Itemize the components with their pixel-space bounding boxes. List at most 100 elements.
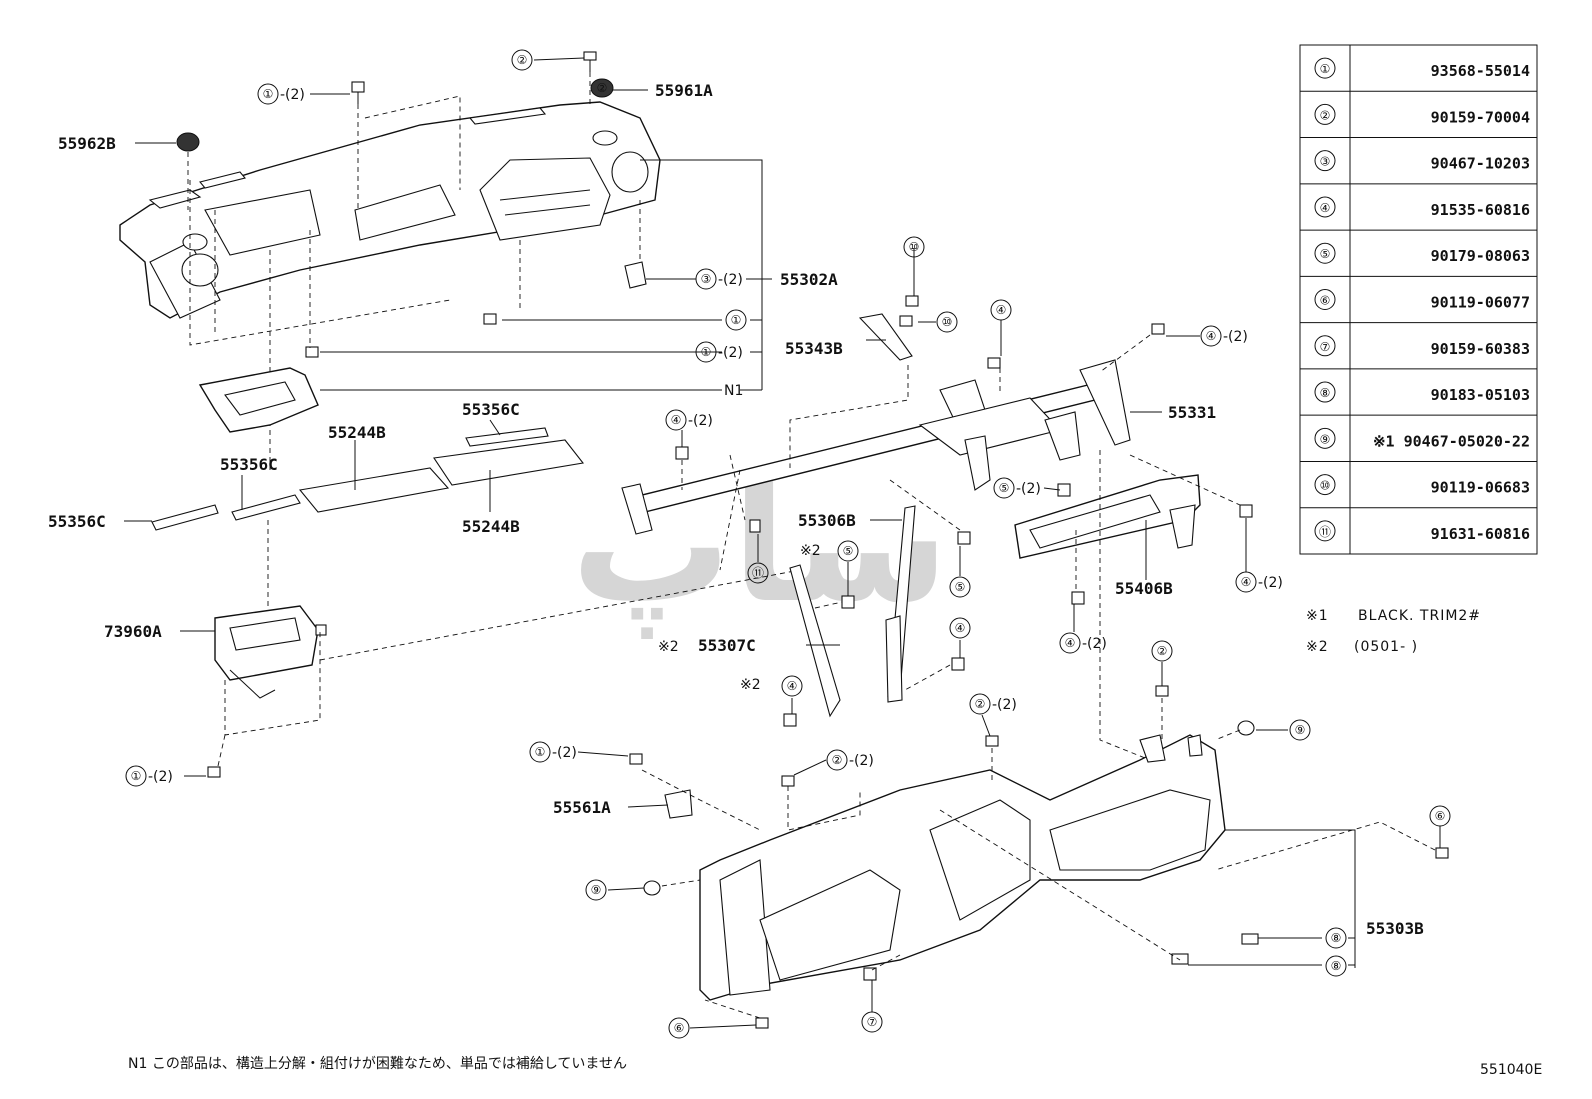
svg-text:②: ②	[832, 753, 843, 767]
svg-text:55307C: 55307C	[698, 636, 756, 655]
marker-ast2-4: ※2 ④	[740, 675, 803, 697]
svg-text:④: ④	[1241, 575, 1252, 589]
table-part-number: 90159-70004	[1431, 108, 1530, 126]
label-n1: N1	[724, 383, 743, 399]
svg-text:BLACK. TRIM2#: BLACK. TRIM2#	[1358, 608, 1481, 624]
svg-text:②: ②	[517, 53, 528, 67]
svg-text:-(2): -(2)	[718, 272, 743, 288]
svg-text:④: ④	[671, 413, 682, 427]
diagram-id: 551040E	[1480, 1062, 1542, 1078]
svg-text:-(2): -(2)	[280, 87, 305, 103]
table-ref: ④	[1320, 201, 1331, 215]
trim-strips	[151, 427, 585, 531]
lower-panel-55303B	[699, 734, 1226, 1001]
svg-text:⑩: ⑩	[942, 315, 953, 329]
marker-1-top-left: ① -(2)	[257, 83, 305, 105]
dashed-lines-upper	[187, 72, 641, 615]
marker-2-top: ②	[511, 49, 533, 71]
marker-8-lower: ⑧	[1325, 955, 1347, 977]
svg-text:②: ②	[1157, 644, 1168, 658]
svg-text:⑨: ⑨	[1295, 723, 1306, 737]
marker-11: ⑪	[747, 562, 769, 584]
table-ref: ⑧	[1320, 386, 1331, 400]
marker-8-upper: ⑧	[1325, 927, 1347, 949]
table-ref: ①	[1320, 62, 1331, 76]
label-55331: 55331	[1168, 403, 1216, 422]
svg-text:⑧: ⑧	[1331, 931, 1342, 945]
marker-10-right: ⑩	[936, 311, 958, 333]
table-ref-circle	[1314, 474, 1336, 496]
svg-text:①: ①	[731, 313, 742, 327]
svg-text:⑥: ⑥	[1435, 809, 1446, 823]
note-2: ※2 (0501- )	[1306, 639, 1418, 655]
svg-text:※2: ※2	[1306, 639, 1329, 655]
svg-text:①: ①	[263, 87, 274, 101]
svg-text:-(2): -(2)	[1223, 329, 1248, 345]
marker-9-left: ⑨	[585, 879, 607, 901]
label-55356C-mid: 55356C	[220, 455, 278, 474]
table-ref-circle	[1314, 103, 1336, 125]
bracket-55406B	[1014, 474, 1201, 559]
table-ref-circle	[1314, 381, 1336, 403]
table-ref: ⑦	[1320, 340, 1331, 354]
svg-text:②: ②	[975, 697, 986, 711]
svg-text:-(2): -(2)	[148, 769, 173, 785]
svg-text:①: ①	[701, 345, 712, 359]
footnote-n1: N1 この部品は、構造上分解・組付けが困難なため、単品では補給していません	[128, 1056, 627, 1072]
svg-text:※2: ※2	[658, 639, 679, 655]
table-ref: ②	[1320, 108, 1331, 122]
table-ref-circle	[1314, 427, 1336, 449]
table-part-number: ※1 90467-05020-22	[1373, 432, 1530, 450]
table-ref: ⑤	[1320, 247, 1331, 261]
label-55244B-bottom: 55244B	[462, 517, 520, 536]
marker-2-lower-left: ② -(2)	[826, 749, 874, 771]
table-ref: ⑩	[1320, 479, 1331, 493]
marker-4-bracket-right: ④ -(2)	[1235, 571, 1283, 593]
label-55302A: 55302A	[780, 270, 838, 289]
svg-text:⑥: ⑥	[674, 1021, 685, 1035]
table-part-number: 91631-60816	[1431, 525, 1530, 543]
marker-5-right: ⑤	[949, 576, 971, 598]
table-ref: ⑥	[1320, 294, 1331, 308]
svg-text:④: ④	[1065, 636, 1076, 650]
marker-5-bracket: ⑤ -(2)	[993, 477, 1041, 499]
label-55303B: 55303B	[1366, 919, 1424, 938]
marker-1-mid: ①	[725, 309, 747, 331]
table-ref: ⑨	[1320, 432, 1331, 446]
table-part-number: 90179-08063	[1431, 247, 1530, 265]
marker-4-bracket-lower: ④ -(2)	[1059, 632, 1107, 654]
label-55343B: 55343B	[785, 339, 843, 358]
reinforcement-beam-55331	[621, 313, 1131, 535]
svg-text:④: ④	[955, 621, 966, 635]
marker-1-airbag: ① -(2)	[125, 765, 173, 787]
marker-1-left: ① -(2)	[695, 341, 743, 363]
marker-2-lower-right: ②	[1151, 640, 1173, 662]
table-part-number: 90119-06683	[1431, 479, 1530, 497]
table-part-number: 90119-06077	[1431, 294, 1530, 312]
svg-text:※2: ※2	[800, 543, 821, 559]
brace-55306B	[885, 505, 916, 703]
n1-bracket	[320, 159, 763, 391]
marker-4-beam-right: ④ -(2)	[1200, 325, 1248, 347]
marker-9-right: ⑨	[1289, 719, 1311, 741]
note-1: ※1 BLACK. TRIM2#	[1306, 608, 1481, 624]
svg-text:④: ④	[996, 303, 1007, 317]
table-ref: ③	[1320, 155, 1331, 169]
lower-panel-fasteners	[629, 685, 1449, 1029]
marker-6-right: ⑥	[1429, 805, 1451, 827]
svg-text:-(2): -(2)	[718, 345, 743, 361]
label-55306B: 55306B	[798, 511, 856, 530]
svg-text:-(2): -(2)	[992, 697, 1017, 713]
label-ast2-55307C: ※2 55307C	[658, 636, 756, 655]
svg-text:⑤: ⑤	[955, 580, 966, 594]
marker-1-lower: ① -(2)	[529, 741, 577, 763]
label-55356C-top: 55356C	[462, 400, 520, 419]
svg-text:⑧: ⑧	[1331, 959, 1342, 973]
label-73960A: 73960A	[104, 622, 162, 641]
svg-text:-(2): -(2)	[1258, 575, 1283, 591]
brace-55307C	[789, 564, 841, 718]
cap-55961A: ②	[590, 78, 614, 98]
svg-text:(0501- ): (0501- )	[1354, 639, 1418, 655]
lower-fasteners	[675, 295, 1253, 727]
